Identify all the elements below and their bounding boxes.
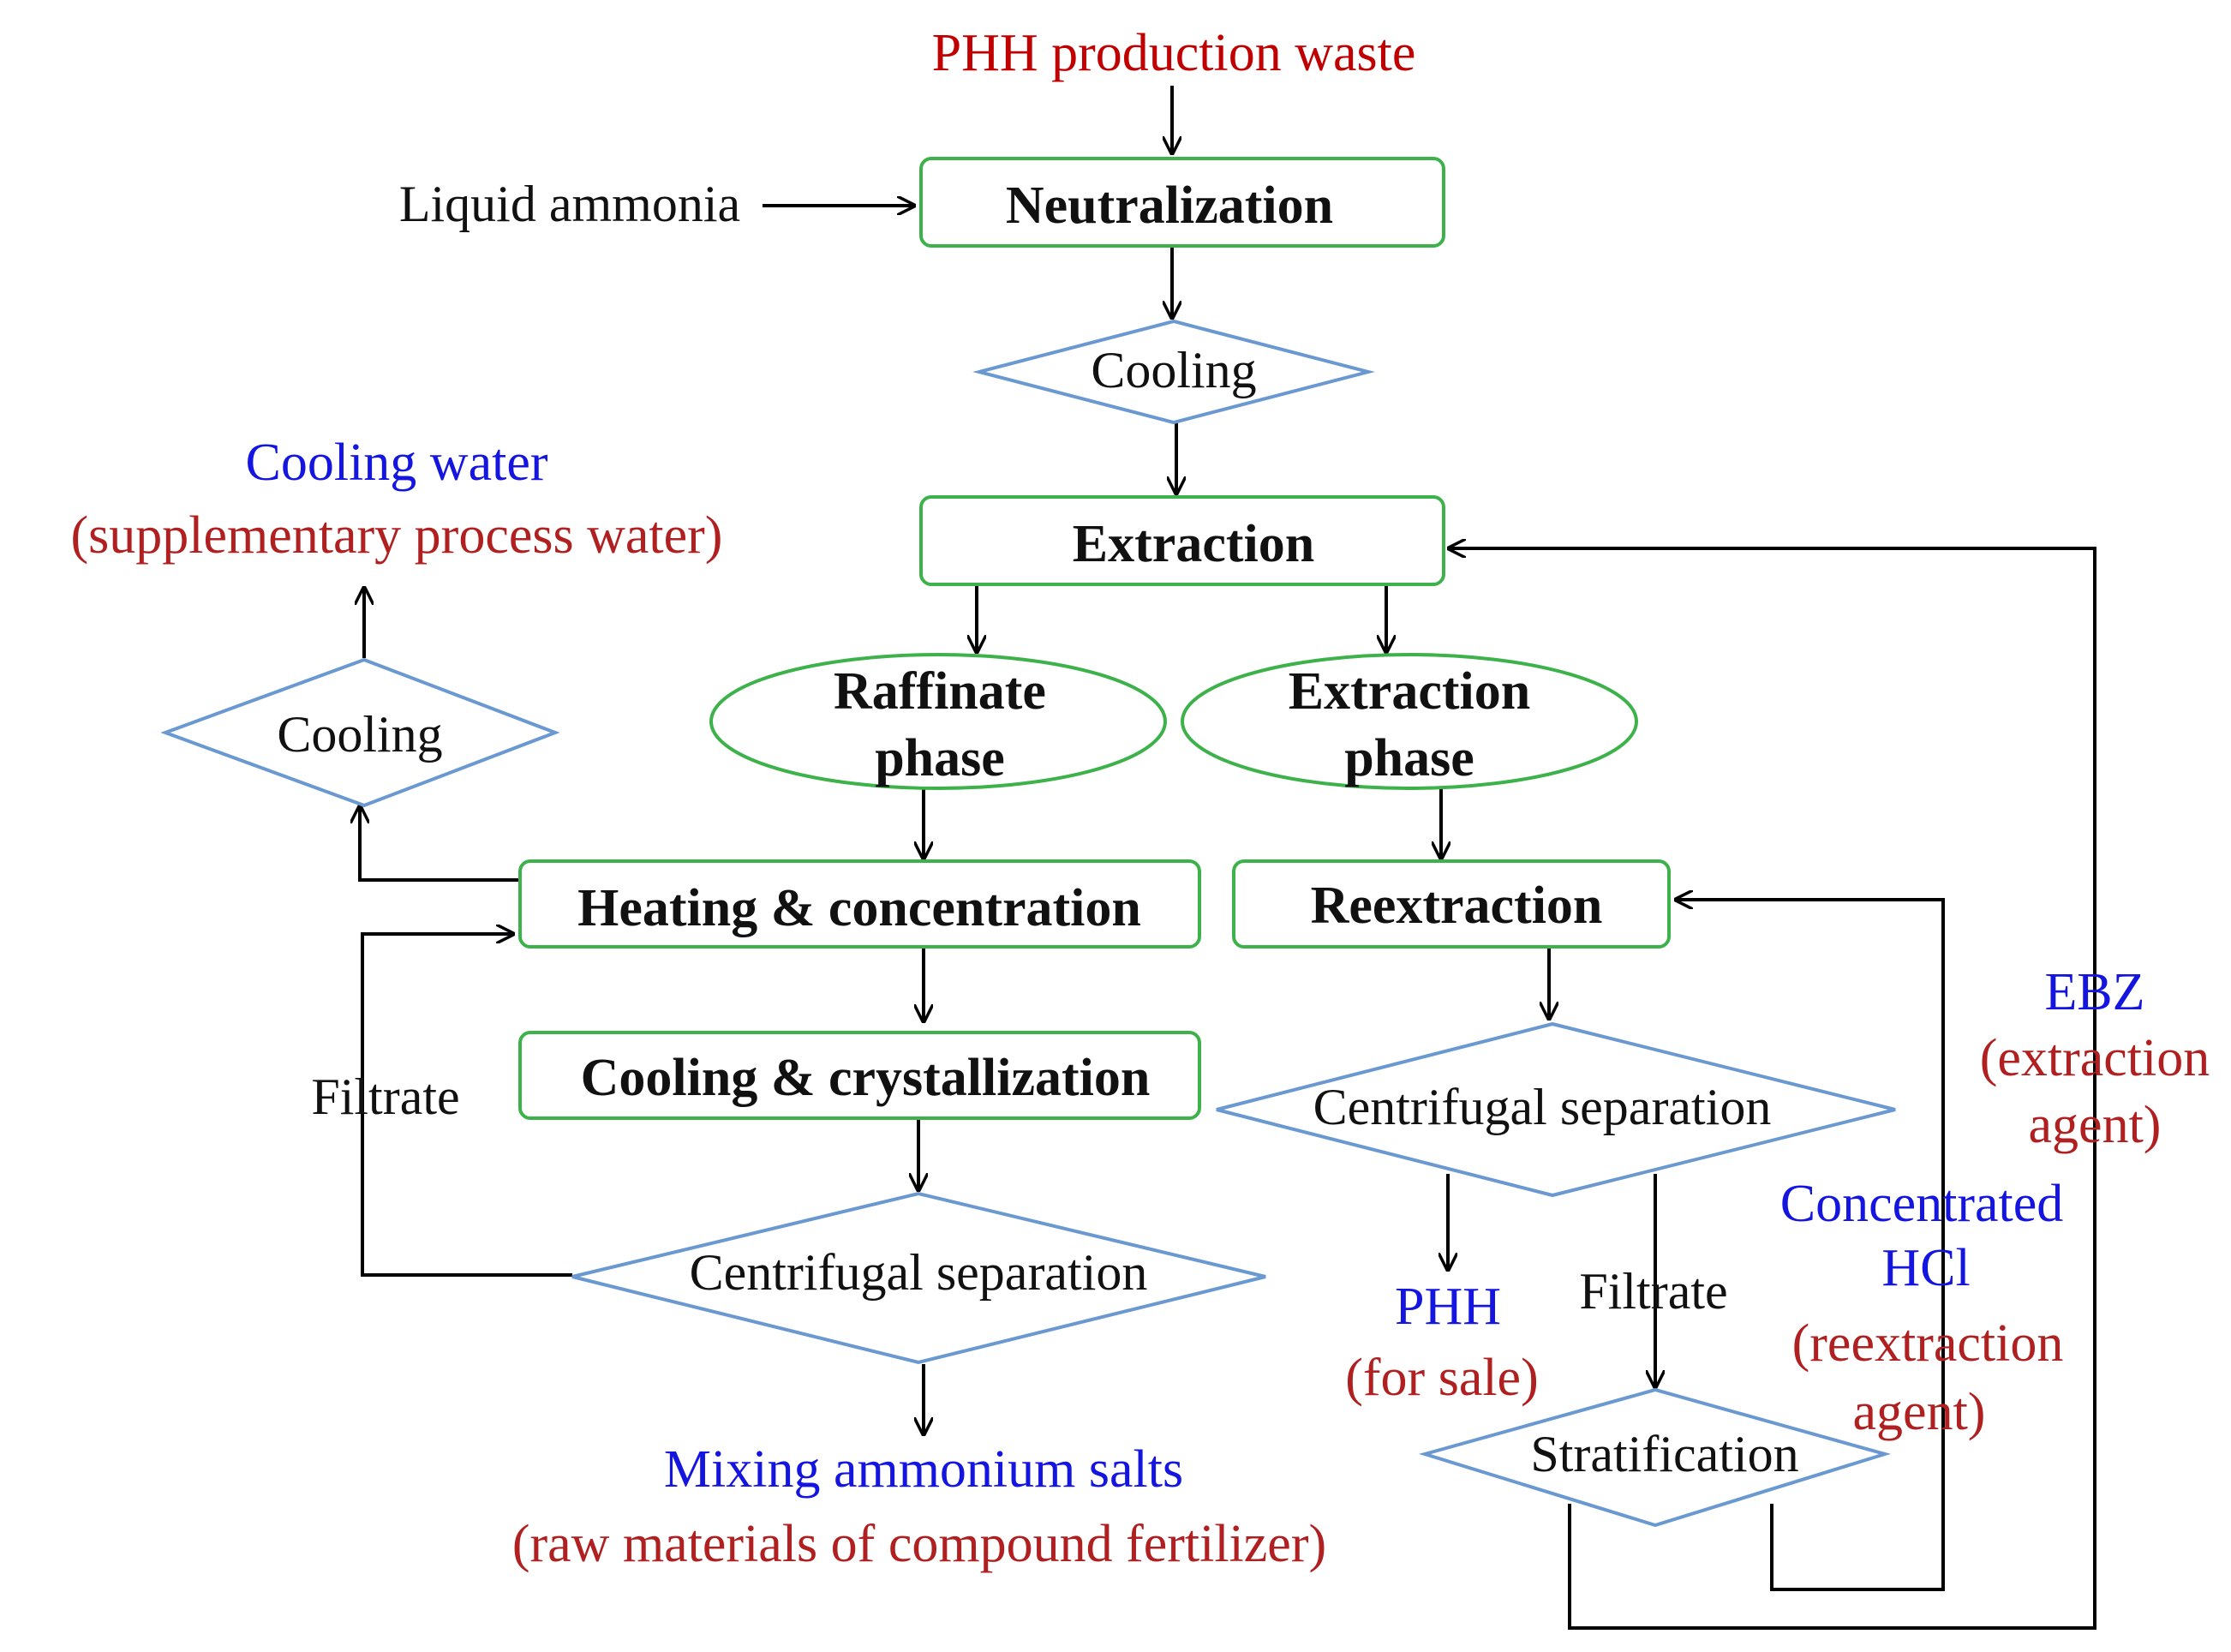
output-hcl-title-line1: Concentrated bbox=[1780, 1175, 2064, 1233]
output-ebz-note-line2: agent) bbox=[2029, 1096, 2162, 1154]
connectors bbox=[360, 86, 2096, 1630]
node-extraction-label: Extraction bbox=[1073, 515, 1314, 573]
node-neutralization: Neutralization bbox=[919, 157, 1445, 248]
node-raffinate-phase: Raffinate phase bbox=[709, 653, 1167, 790]
output-cooling-water-title: Cooling water bbox=[246, 434, 548, 492]
input-liquid-ammonia: Liquid ammonia bbox=[399, 176, 740, 232]
output-hcl-note-line2: agent) bbox=[1853, 1383, 1986, 1441]
node-extraction-phase-label-line1: Extraction bbox=[1289, 662, 1530, 721]
node-raffinate-label-line1: Raffinate bbox=[834, 662, 1046, 721]
arrow-ebz-recycle-to-extraction bbox=[1448, 548, 2096, 1630]
node-extraction: Extraction bbox=[919, 495, 1445, 586]
node-extraction-phase: Extraction phase bbox=[1181, 653, 1638, 790]
node-centrifugal-left: Centrifugal separation bbox=[571, 1191, 1266, 1365]
output-phh-note: (for sale) bbox=[1345, 1349, 1538, 1407]
arrow-heating-to-cooling-left bbox=[360, 805, 518, 882]
node-heating-concentration: Heating & concentration bbox=[518, 859, 1201, 949]
label-filtrate-left: Filtrate bbox=[311, 1068, 459, 1125]
output-ebz-note-line1: (extraction bbox=[1980, 1029, 2210, 1087]
node-heating-concentration-label: Heating & concentration bbox=[577, 879, 1141, 937]
label-filtrate-right: Filtrate bbox=[1579, 1263, 1727, 1320]
node-raffinate-label-line2: phase bbox=[875, 729, 1005, 787]
output-ammonium-note: (raw materials of compound fertilizer) bbox=[512, 1515, 1326, 1573]
node-neutralization-label: Neutralization bbox=[1006, 177, 1333, 235]
output-phh-title: PHH bbox=[1395, 1278, 1501, 1336]
node-centrifugal-left-label: Centrifugal separation bbox=[690, 1244, 1148, 1301]
arrow-hcl-recycle-to-reextraction bbox=[1675, 900, 1945, 1591]
output-cooling-water-note: (supplementary process water) bbox=[71, 506, 723, 565]
node-cooling-top-label: Cooling bbox=[1091, 342, 1256, 398]
output-hcl-note-line1: (reextraction bbox=[1792, 1314, 2064, 1373]
output-ebz-title: EBZ bbox=[2044, 963, 2144, 1021]
output-hcl-title-line2: HCl bbox=[1881, 1239, 1970, 1297]
node-cooling-top: Cooling bbox=[972, 319, 1375, 425]
node-stratification-label: Stratification bbox=[1530, 1426, 1798, 1482]
node-stratification: Stratification bbox=[1418, 1387, 1892, 1528]
arrow-filtrate-return-to-heating bbox=[361, 934, 572, 1277]
input-phh-production-waste: PHH production waste bbox=[932, 24, 1416, 82]
node-cooling-crystallization: Cooling & crystallization bbox=[518, 1031, 1201, 1120]
node-centrifugal-right-label: Centrifugal separation bbox=[1313, 1079, 1772, 1135]
node-cooling-crystallization-label: Cooling & crystallization bbox=[581, 1049, 1151, 1107]
node-cooling-left: Cooling bbox=[160, 657, 560, 808]
node-extraction-phase-label-line2: phase bbox=[1344, 729, 1474, 787]
node-reextraction: Reextraction bbox=[1232, 859, 1671, 949]
output-ammonium-title: Mixing ammonium salts bbox=[664, 1440, 1183, 1499]
node-centrifugal-right: Centrifugal separation bbox=[1216, 1021, 1896, 1198]
node-cooling-left-label: Cooling bbox=[277, 706, 442, 763]
node-reextraction-label: Reextraction bbox=[1311, 877, 1603, 935]
